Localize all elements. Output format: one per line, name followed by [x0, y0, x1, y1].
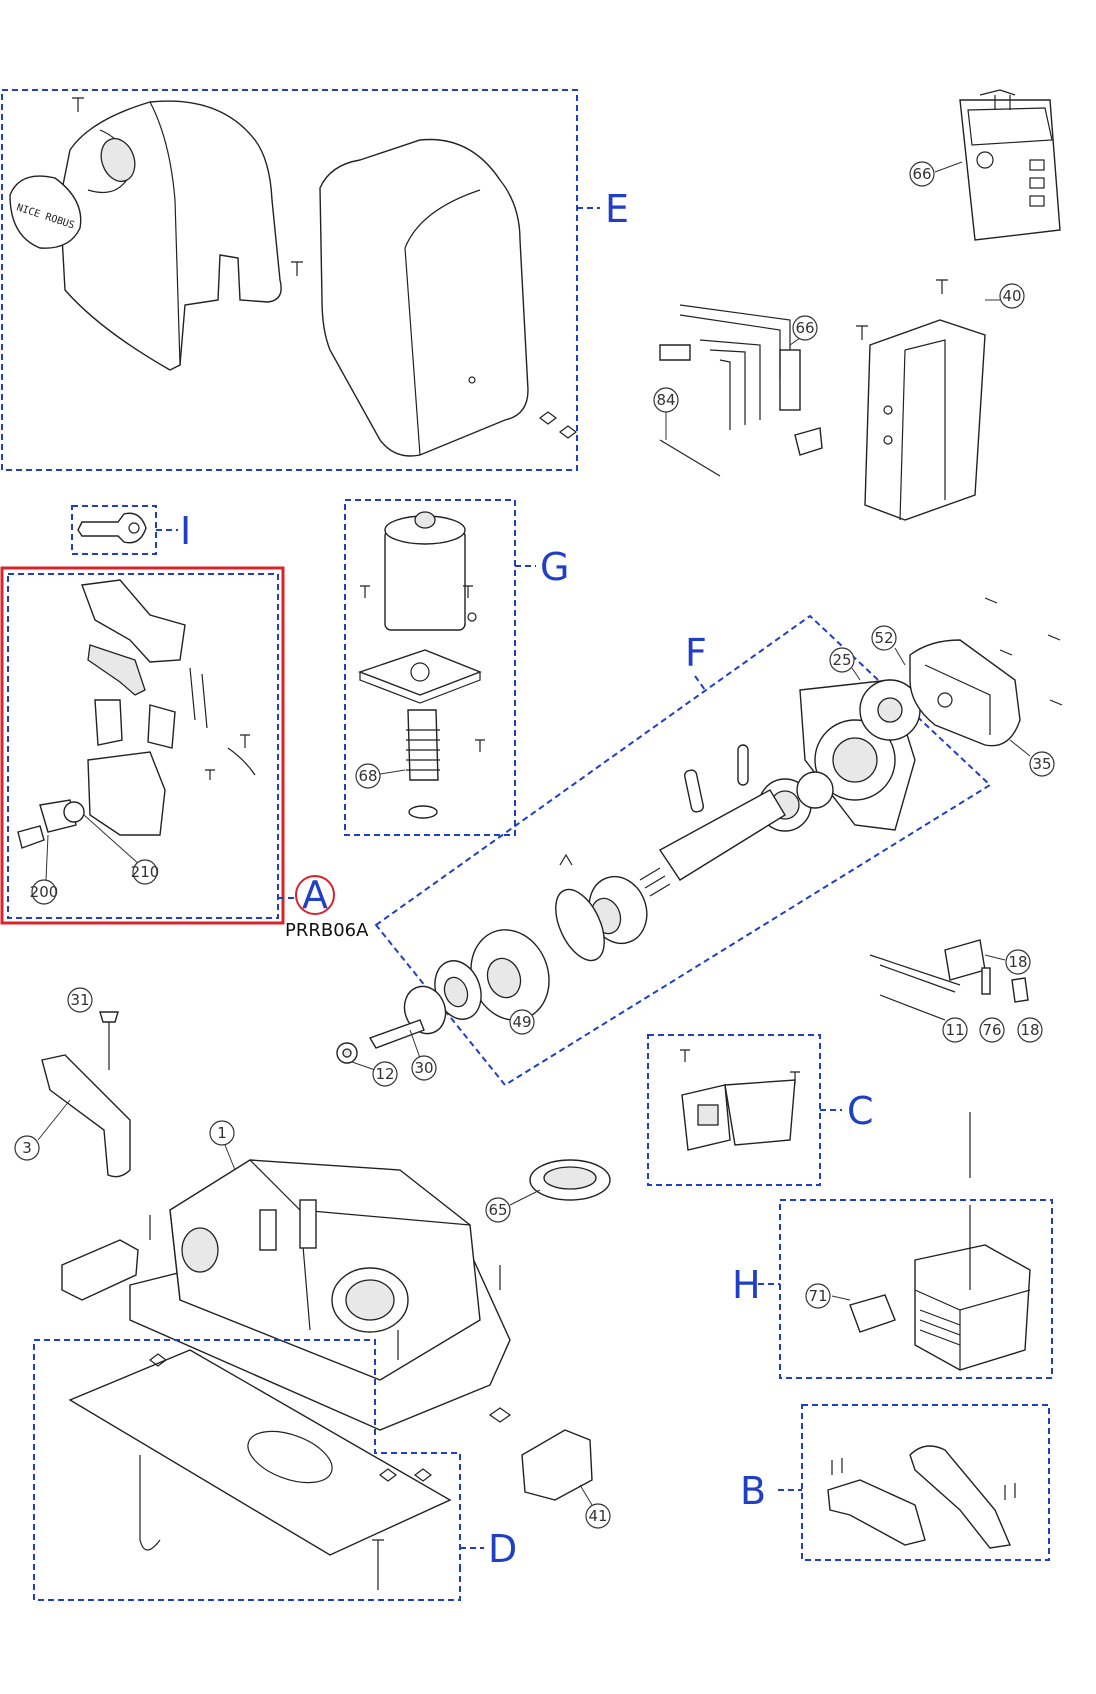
- limit-switch-parts: 18 11 76 18: [869, 939, 1043, 1043]
- part-number-31: 31: [70, 991, 89, 1009]
- wiring-and-housing: 66 84 40: [653, 279, 1025, 521]
- group-d-letter: D: [488, 1527, 517, 1571]
- control-board-assembly: 66: [909, 89, 1061, 241]
- part-number-30: 30: [414, 1059, 433, 1077]
- group-f-gear-train: F 25 52 49: [374, 614, 992, 1087]
- part-number-18: 18: [1008, 953, 1027, 971]
- part-number-3: 3: [22, 1139, 32, 1157]
- group-a-highlight: [0, 566, 285, 925]
- group-g-motor: G 68: [344, 499, 569, 836]
- part-number-49: 49: [512, 1013, 531, 1031]
- cover-front: [59, 100, 282, 371]
- group-d-foundation-plate: D: [33, 1339, 517, 1601]
- group-d-outline: [33, 1339, 461, 1601]
- group-h-transformer: H 71: [732, 1112, 1053, 1379]
- key-icon: [77, 512, 147, 544]
- group-e-letter: E: [605, 187, 629, 231]
- group-h-letter: H: [732, 1263, 761, 1307]
- group-e-outline: [1, 89, 578, 471]
- group-a-outline: [7, 573, 279, 919]
- group-b-brackets: B: [740, 1404, 1050, 1561]
- part-number-40: 40: [1002, 287, 1021, 305]
- part-number-66: 66: [912, 165, 931, 183]
- part-number-52: 52: [874, 629, 893, 647]
- part-number-35: 35: [1032, 755, 1051, 773]
- part-number-76: 76: [982, 1021, 1001, 1039]
- part-number-12: 12: [375, 1065, 394, 1083]
- part-number-71: 71: [808, 1287, 827, 1305]
- group-f-letter: F: [685, 631, 707, 675]
- rear-gear-housing: 35: [909, 597, 1063, 777]
- part-number-25: 25: [832, 651, 851, 669]
- part-number-11: 11: [945, 1021, 964, 1039]
- part-number-65: 65: [488, 1201, 507, 1219]
- group-e-covers: E NICE ROBUS: [1, 89, 629, 471]
- group-c-switch-board: C: [647, 1034, 874, 1186]
- part-number-200: 200: [30, 883, 59, 901]
- group-i-key: I: [71, 505, 191, 555]
- group-g-outline: [344, 499, 516, 836]
- group-b-letter: B: [740, 1469, 766, 1513]
- group-i-outline: [71, 505, 157, 555]
- part-number-68: 68: [358, 767, 377, 785]
- group-a-letter: A: [302, 873, 328, 917]
- group-b-outline: [801, 1404, 1050, 1561]
- group-a-release-kit: A PRRB06A 200 210: [0, 566, 369, 941]
- group-f-outline: [374, 614, 992, 1087]
- part-number-18-b: 18: [1020, 1021, 1039, 1039]
- group-c-outline: [647, 1034, 821, 1186]
- part-number-210: 210: [131, 863, 160, 881]
- group-i-letter: I: [180, 509, 191, 553]
- part-number-1: 1: [217, 1124, 227, 1142]
- part-number-84: 84: [656, 391, 675, 409]
- gearbox-base: 3 31 1 65 41: [14, 987, 611, 1529]
- release-cover-cap: [9, 175, 82, 249]
- group-a-code: PRRB06A: [285, 920, 369, 941]
- part-number-41: 41: [588, 1507, 607, 1525]
- output-shaft-parts: 30 12: [336, 985, 447, 1087]
- group-h-outline: [779, 1199, 1053, 1379]
- cover-rear: [319, 138, 529, 457]
- group-c-letter: C: [847, 1089, 874, 1133]
- part-number-66-b: 66: [795, 319, 814, 337]
- group-g-letter: G: [540, 545, 569, 589]
